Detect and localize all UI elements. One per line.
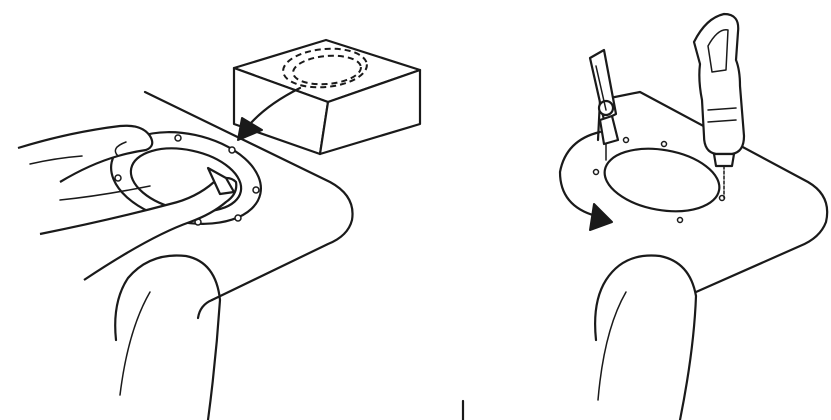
rotate-arrow-icon <box>560 132 612 230</box>
jigsaw-icon <box>590 50 618 160</box>
template-box-icon <box>234 40 420 154</box>
right-cushion-icon <box>595 256 696 420</box>
left-panel <box>18 40 420 420</box>
cutout-opening-icon <box>594 138 725 223</box>
cushion-icon <box>115 255 220 420</box>
right-panel <box>560 14 827 420</box>
